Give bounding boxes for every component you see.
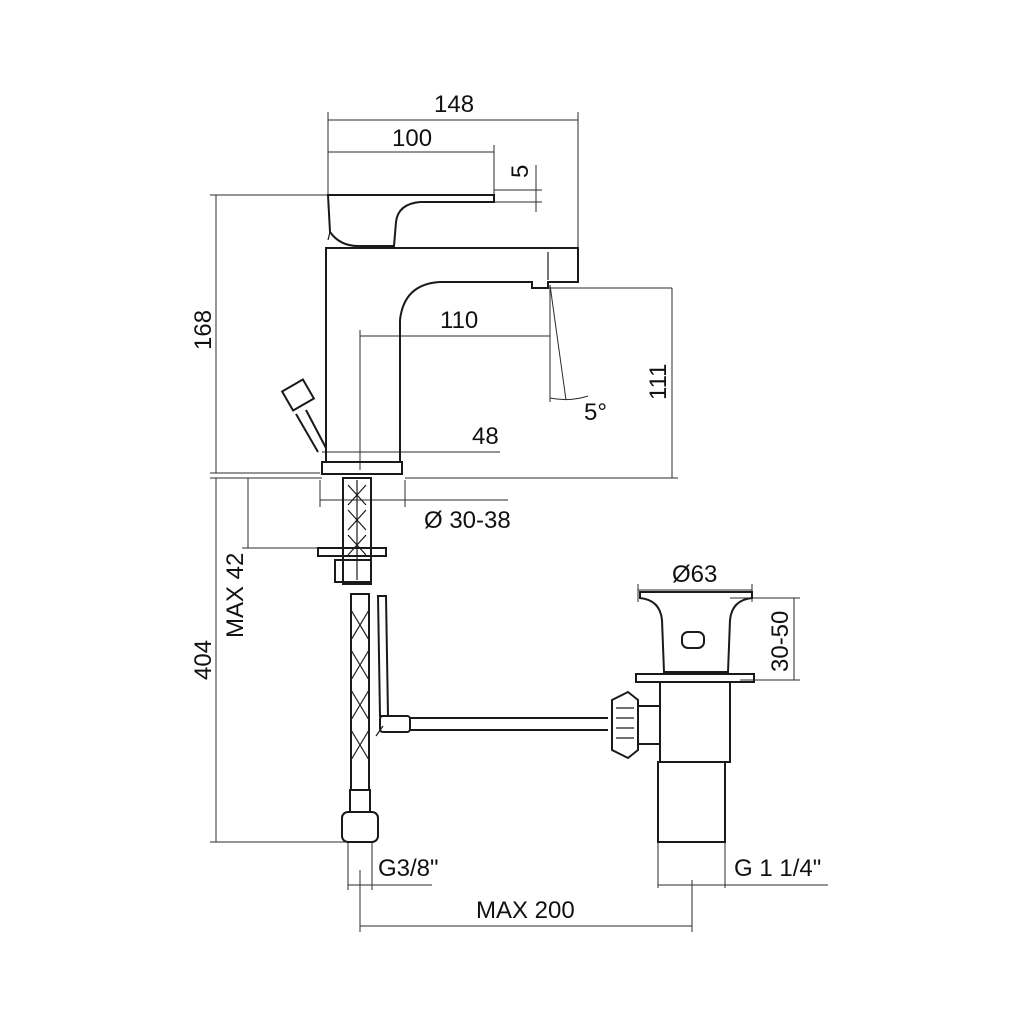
label-hose-length: 404 xyxy=(190,640,217,680)
label-waste-range: 30-50 xyxy=(767,611,794,672)
dimension-labels: 148 100 5 168 110 111 5° 48 Ø 30-38 MAX … xyxy=(190,91,821,924)
faucet-body xyxy=(280,194,579,475)
under-sink-assembly xyxy=(317,477,755,843)
dimension-lines xyxy=(210,112,828,932)
label-height-total: 168 xyxy=(190,310,217,350)
label-width-total: 148 xyxy=(434,91,474,118)
label-hose-thread: G3/8" xyxy=(378,855,439,882)
label-spout-angle: 5° xyxy=(584,399,607,426)
label-spout-height: 111 xyxy=(645,364,672,400)
label-base-width: 48 xyxy=(472,423,499,450)
label-max-thickness: MAX 42 xyxy=(222,553,249,638)
label-hole-diameter: Ø 30-38 xyxy=(424,507,511,534)
label-max-distance: MAX 200 xyxy=(476,897,575,924)
label-width-handle: 100 xyxy=(392,125,432,152)
label-waste-diameter: Ø63 xyxy=(672,561,717,588)
label-waste-thread: G 1 1/4" xyxy=(734,855,821,882)
label-handle-offset: 5 xyxy=(507,165,534,178)
label-spout-reach: 110 xyxy=(440,307,478,334)
